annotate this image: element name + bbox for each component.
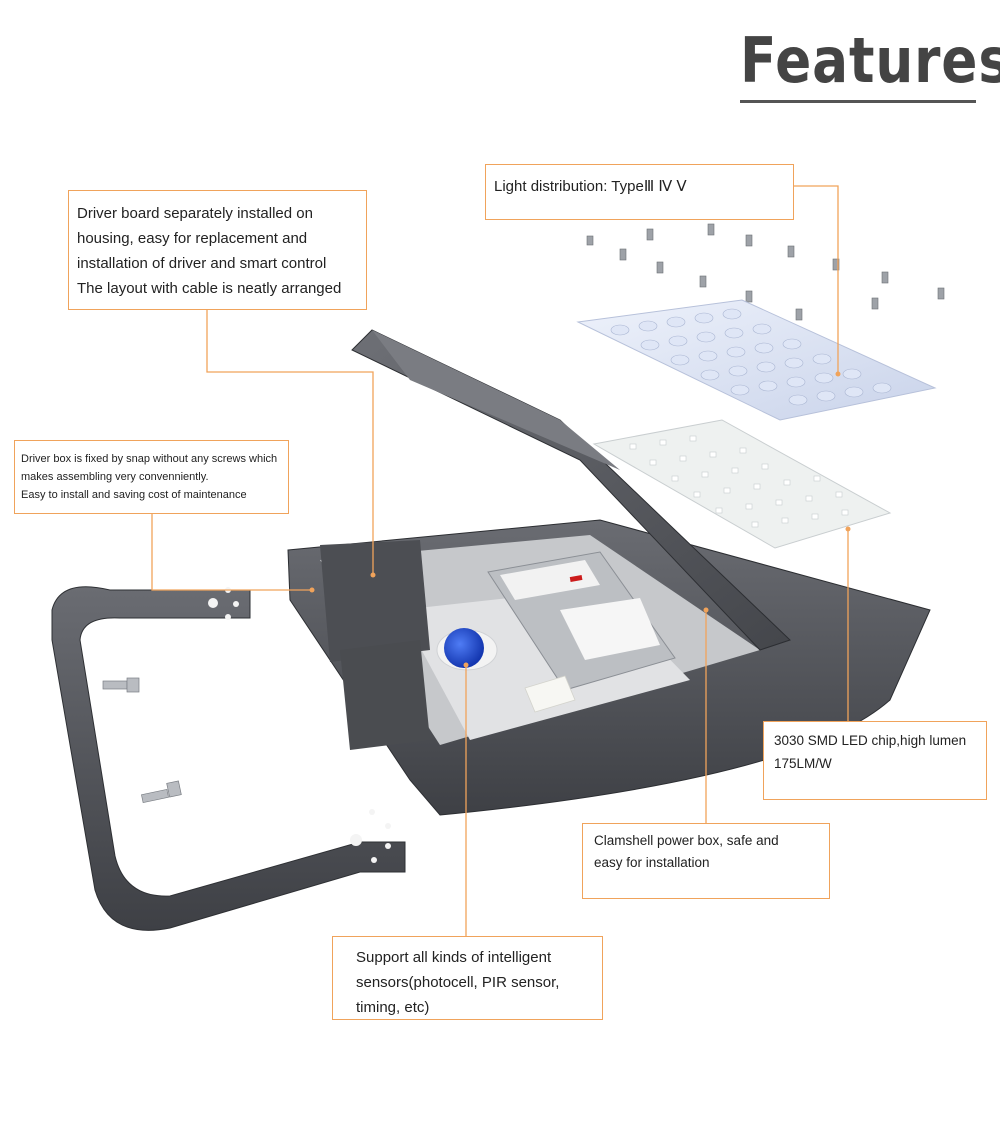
callout-led-chip: 3030 SMD LED chip,high lumen 175LM/W — [763, 721, 987, 800]
screws-group — [586, 223, 945, 321]
callout-sensors-text: Support all kinds of intelligent sensors… — [356, 949, 560, 1016]
sensor — [436, 628, 498, 671]
leader-lines — [151, 185, 849, 937]
lens-panel — [576, 299, 937, 421]
callout-light-distribution: Light distribution: TypeⅢ Ⅳ Ⅴ — [485, 164, 794, 220]
clamshell-lid — [351, 329, 791, 651]
callout-driver-box: Driver box is fixed by snap without any … — [14, 440, 289, 514]
callout-driver-box-text: Driver box is fixed by snap without any … — [21, 453, 278, 501]
callout-clamshell-text: Clamshell power box, safe and easy for i… — [594, 833, 779, 870]
callout-sensors: Support all kinds of intelligent sensors… — [332, 936, 603, 1020]
terminal-block — [524, 675, 576, 713]
callout-led-chip-text: 3030 SMD LED chip,high lumen 175LM/W — [774, 733, 967, 771]
driver-box — [320, 540, 430, 750]
callout-driver-board: Driver board separately installed on hou… — [68, 190, 367, 310]
power-driver — [487, 551, 676, 691]
bolts — [102, 677, 182, 804]
page-title: Features — [740, 24, 1000, 97]
title-underline — [740, 100, 976, 103]
callout-clamshell: Clamshell power box, safe and easy for i… — [582, 823, 830, 899]
callout-driver-board-text: Driver board separately installed on hou… — [77, 205, 342, 297]
callout-light-distribution-text: Light distribution: TypeⅢ Ⅳ Ⅴ — [494, 178, 687, 195]
leader-dots — [309, 371, 851, 668]
mounting-bracket — [51, 586, 406, 931]
led-board — [592, 419, 892, 549]
